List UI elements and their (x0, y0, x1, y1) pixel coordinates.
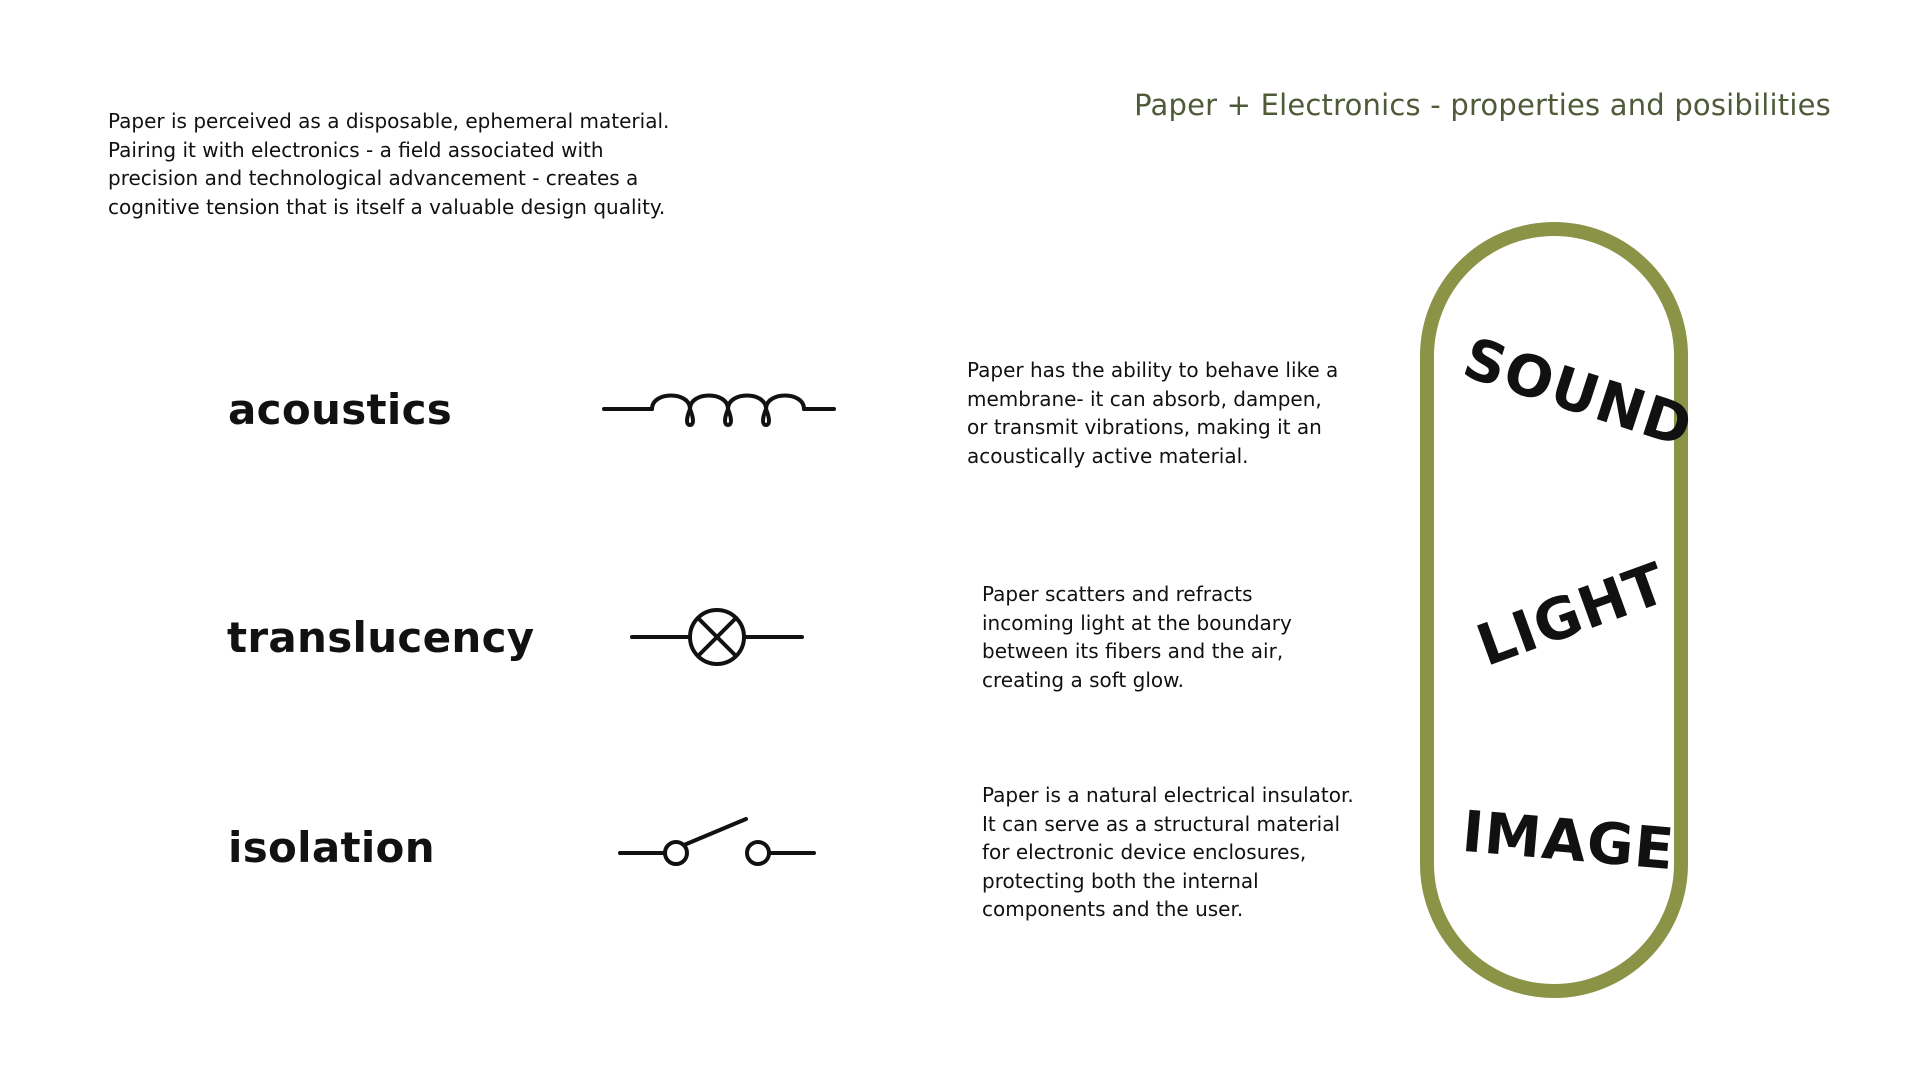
description-line: membrane- it can absorb, dampen, (967, 386, 1322, 411)
properties-pill: SOUND LIGHT IMAGE (1418, 220, 1700, 1000)
intro-paragraph: Paper is perceived as a disposable, ephe… (108, 107, 670, 221)
property-description-isolation: Paper is a natural electrical insulator.… (982, 781, 1354, 924)
description-line: acoustically active material. (967, 443, 1249, 468)
intro-line: precision and technological advancement … (108, 166, 639, 190)
intro-line: Paper is perceived as a disposable, ephe… (108, 109, 670, 133)
description-line: components and the user. (982, 897, 1244, 921)
description-line: for electronic device enclosures, (982, 840, 1307, 864)
description-line: incoming light at the boundary (982, 610, 1292, 635)
page-title: Paper + Electronics - properties and pos… (1134, 88, 1831, 122)
open-switch-icon (618, 817, 816, 866)
description-line: It can serve as a structural material (982, 811, 1341, 836)
description-line: or transmit vibrations, making it an (967, 415, 1322, 439)
property-title-acoustics: acoustics (228, 385, 453, 434)
description-line: creating a soft glow. (982, 667, 1184, 692)
description-line: Paper scatters and refracts (982, 582, 1253, 606)
description-line: between its fibers and the air, (982, 639, 1284, 663)
property-description-translucency: Paper scatters and refracts incoming lig… (982, 580, 1292, 694)
property-title-translucency: translucency (227, 613, 535, 662)
description-line: protecting both the internal (982, 868, 1259, 893)
description-line: Paper is a natural electrical insulator. (982, 783, 1354, 807)
intro-line: cognitive tension that is itself a valua… (108, 194, 666, 219)
lamp-icon (630, 608, 804, 666)
property-description-acoustics: Paper has the ability to behave like a m… (967, 356, 1338, 470)
description-line: Paper has the ability to behave like a (967, 358, 1339, 382)
inductor-coil-icon (602, 393, 836, 427)
intro-line: Pairing it with electronics - a field as… (108, 137, 604, 162)
pill-outline (1420, 222, 1688, 998)
property-title-isolation: isolation (228, 823, 435, 872)
